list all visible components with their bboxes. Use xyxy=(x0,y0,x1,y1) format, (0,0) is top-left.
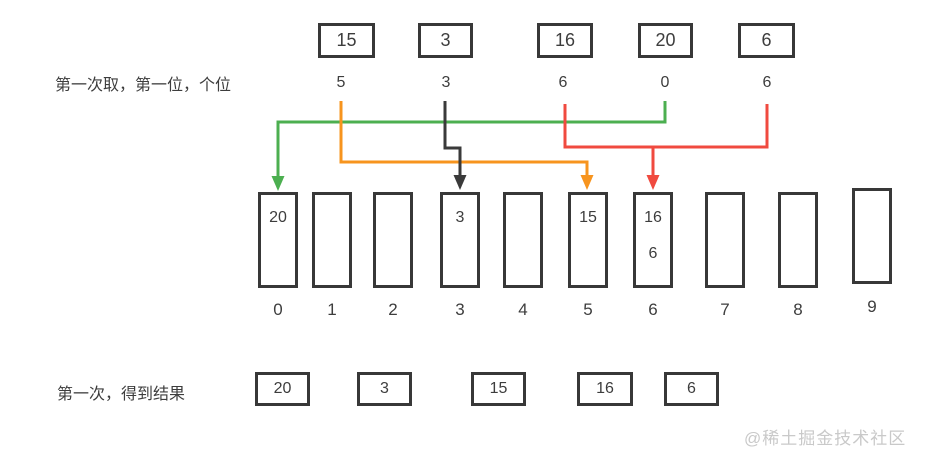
bucket-slot-label: 5 xyxy=(583,300,593,319)
bucket-item: 20 xyxy=(269,209,287,226)
bucket-9 xyxy=(852,188,892,284)
bucket-slot-label: 8 xyxy=(793,300,803,319)
result-box-value: 6 xyxy=(687,380,696,397)
watermark: @稀土掘金技术社区 xyxy=(744,429,907,448)
bucket-slot-label: 1 xyxy=(327,300,337,319)
bucket-slot-label: 9 xyxy=(867,297,877,316)
arrowhead-orange xyxy=(580,175,594,190)
ones-digit: 0 xyxy=(660,74,670,91)
bucket-3: 3 xyxy=(440,192,480,288)
bucket-7 xyxy=(705,192,745,288)
result-box: 6 xyxy=(664,372,719,406)
bucket-2 xyxy=(373,192,413,288)
top-box: 20 xyxy=(638,23,693,58)
top-box-value: 3 xyxy=(440,30,451,50)
result-box: 16 xyxy=(577,372,633,406)
bucket-item: 3 xyxy=(455,209,465,226)
arrowhead-green xyxy=(271,176,285,191)
top-box: 6 xyxy=(738,23,795,58)
bucket-slot-label: 4 xyxy=(518,300,528,319)
arrow-orange xyxy=(339,101,589,176)
pass-label: 第一次取，第一位，个位 xyxy=(55,77,232,94)
bucket-5: 15 xyxy=(568,192,608,288)
result-box-value: 3 xyxy=(380,380,389,397)
arrow-green xyxy=(276,101,667,177)
result-box: 3 xyxy=(357,372,412,406)
arrowhead-red xyxy=(646,175,660,190)
top-box: 3 xyxy=(418,23,473,58)
result-box: 20 xyxy=(255,372,310,406)
bucket-4 xyxy=(503,192,543,288)
top-box-value: 16 xyxy=(554,30,576,50)
top-box-value: 15 xyxy=(336,30,357,50)
top-box: 15 xyxy=(318,23,375,58)
bucket-slot-label: 2 xyxy=(388,300,398,319)
arrowhead-black xyxy=(453,175,467,190)
ones-digit: 6 xyxy=(762,74,772,91)
result-box: 15 xyxy=(471,372,526,406)
bucket-0: 20 xyxy=(258,192,298,288)
bucket-8 xyxy=(778,192,818,288)
top-box-value: 20 xyxy=(655,30,676,50)
result-label: 第一次，得到结果 xyxy=(57,386,186,403)
top-box-value: 6 xyxy=(761,30,772,50)
ones-digit: 3 xyxy=(441,74,451,91)
result-box-value: 15 xyxy=(489,380,508,397)
bucket-item: 6 xyxy=(648,245,658,262)
result-box-value: 20 xyxy=(273,380,292,397)
bucket-slot-label: 0 xyxy=(273,300,283,319)
bucket-slot-label: 3 xyxy=(455,300,465,319)
result-box-value: 16 xyxy=(596,380,614,397)
ones-digit: 6 xyxy=(558,74,568,91)
bucket-1 xyxy=(312,192,352,288)
ones-digit: 5 xyxy=(336,74,346,91)
bucket-slot-label: 7 xyxy=(720,300,730,319)
bucket-slot-label: 6 xyxy=(648,300,658,319)
bucket-item: 16 xyxy=(644,209,662,226)
bucket-6: 16 6 xyxy=(633,192,673,288)
bucket-item: 15 xyxy=(579,209,597,226)
top-box: 16 xyxy=(537,23,593,58)
arrow-black xyxy=(443,101,462,176)
arrow-red xyxy=(563,104,769,149)
